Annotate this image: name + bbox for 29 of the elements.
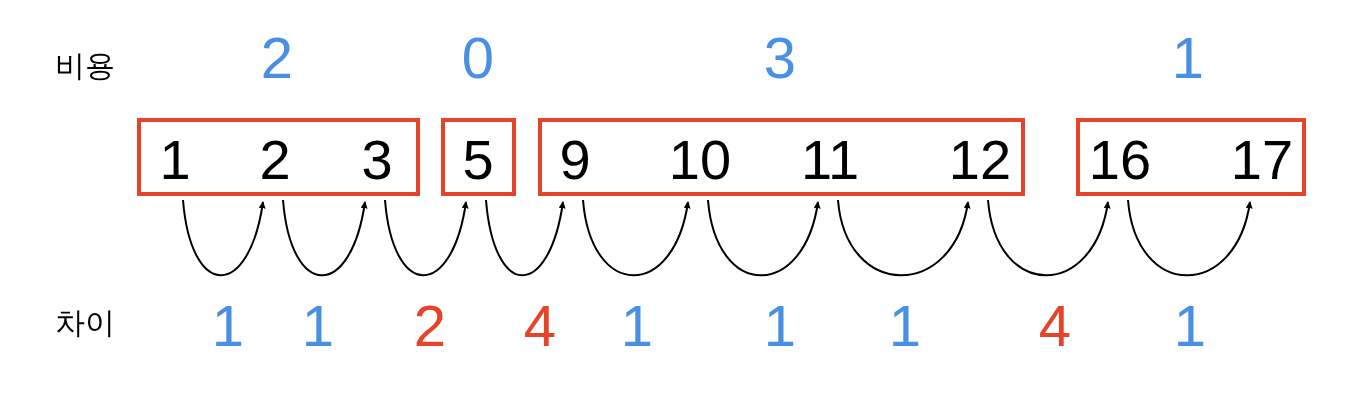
row-label: 차이 (55, 305, 115, 341)
number-text: 1 (155, 130, 195, 190)
group-box (137, 118, 420, 196)
curved-arrow (384, 199, 469, 277)
curved-arrow (707, 199, 821, 277)
curved-arrow (485, 199, 566, 277)
curved-arrow (182, 199, 266, 277)
group-box (1076, 118, 1306, 196)
number-text: 5 (458, 130, 498, 190)
curved-arrow (282, 199, 368, 277)
number-text: 12 (945, 130, 1015, 190)
number-text: 16 (1085, 130, 1155, 190)
number-text: 2 (255, 130, 295, 190)
curved-arrow (582, 199, 691, 277)
cost-number: 3 (763, 26, 797, 90)
number-text: 3 (357, 130, 397, 190)
cost-number: 0 (461, 26, 495, 90)
group-box (441, 118, 516, 196)
cost-number: 1 (1171, 26, 1205, 90)
curved-arrow (837, 199, 970, 277)
row-label: 비용 (55, 48, 115, 84)
number-text: 17 (1227, 130, 1297, 190)
number-text: 9 (555, 130, 595, 190)
curved-arrow (987, 199, 1110, 277)
group-box (538, 118, 1025, 196)
cost-number: 2 (260, 26, 294, 90)
curved-arrow (1127, 199, 1252, 277)
number-text: 11 (795, 130, 865, 190)
number-text: 10 (665, 130, 735, 190)
